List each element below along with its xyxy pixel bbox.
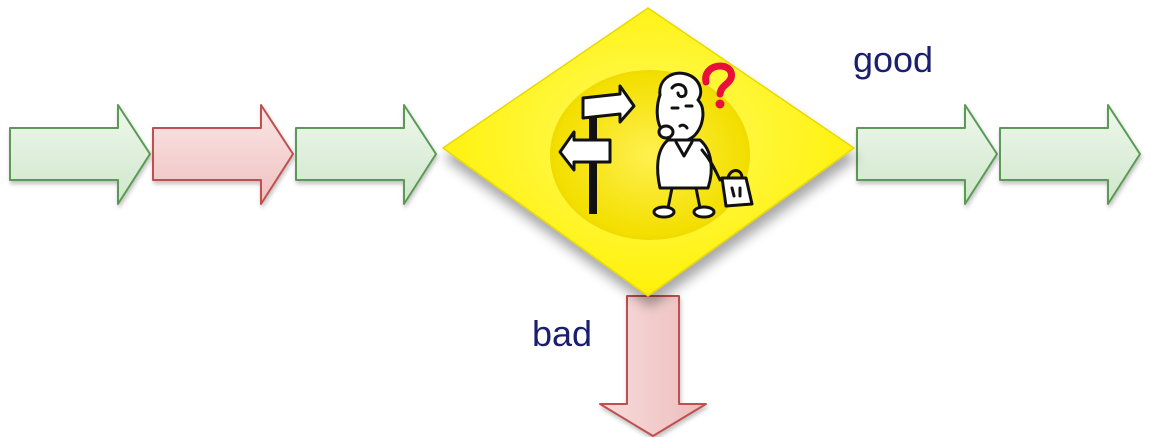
question-mark-icon <box>702 62 736 109</box>
label-good: good <box>853 39 933 80</box>
thinking-person-icon <box>652 71 754 219</box>
label-bad: bad <box>532 313 592 354</box>
output-arrow-good-1 <box>856 104 998 205</box>
input-arrow-1 <box>9 104 151 205</box>
input-arrow-2 <box>152 104 294 205</box>
output-arrow-bad <box>599 295 707 437</box>
output-arrow-good-2 <box>999 104 1141 205</box>
input-arrow-3 <box>295 104 437 205</box>
signpost-icon <box>558 84 636 214</box>
